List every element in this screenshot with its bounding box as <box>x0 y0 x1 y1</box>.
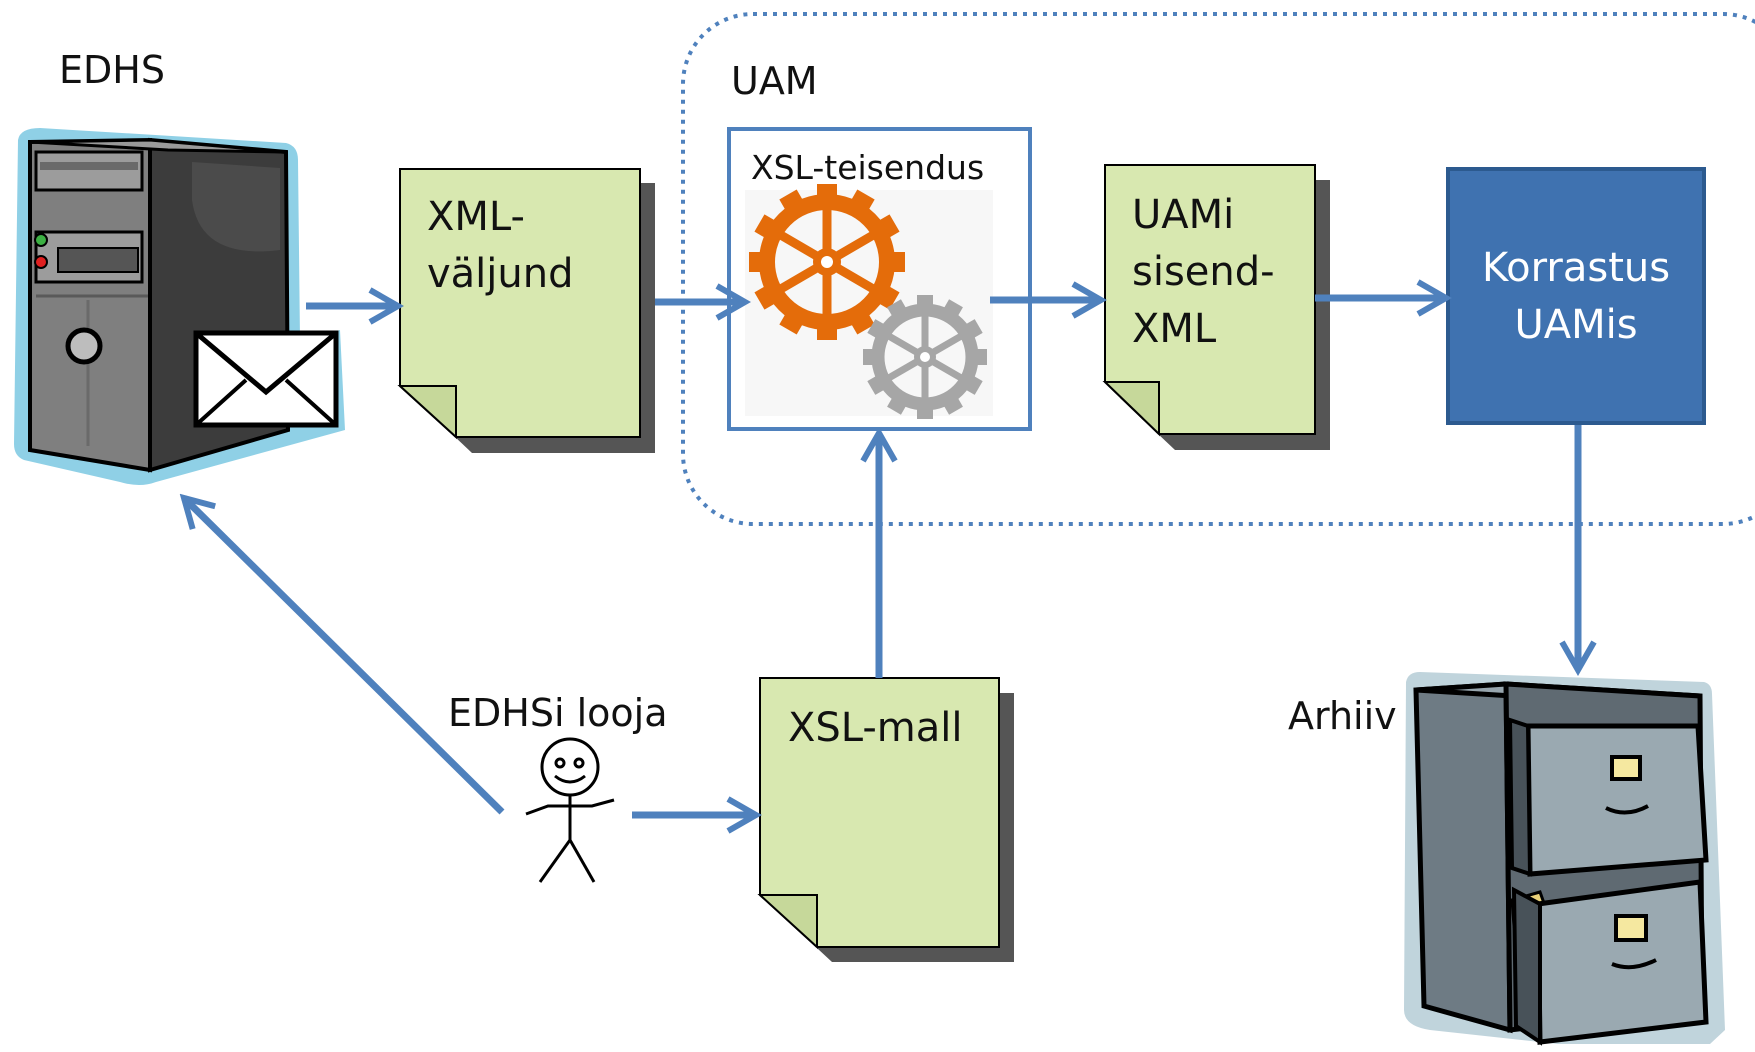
doc-xml-output-text: XML- väljund <box>427 189 574 303</box>
process-arrangement-line-2: UAMis <box>1514 302 1638 348</box>
process-arrangement-text: Korrastus UAMis <box>1450 240 1702 354</box>
doc-xsl-template <box>757 677 1014 962</box>
label-edhs-creator: EDHSi looja <box>448 691 668 735</box>
label-xsl-transform: XSL-teisendus <box>751 148 985 187</box>
filing-cabinet-icon <box>1404 672 1725 1046</box>
envelope-icon <box>193 330 339 428</box>
label-uam: UAM <box>731 59 818 103</box>
doc-uam-input-line-3: XML <box>1132 306 1217 352</box>
doc-uam-input-line-2: sisend- <box>1132 249 1275 295</box>
gear-gray-icon <box>863 295 987 419</box>
doc-uam-input-line-1: UAMi <box>1132 192 1235 238</box>
doc-xml-output-line-1: XML- <box>427 194 525 240</box>
doc-xml-output-line-2: väljund <box>427 251 574 297</box>
arrow-creator-to-server <box>184 498 505 815</box>
doc-xsl-template-text: XSL-mall <box>788 700 963 757</box>
server-icon <box>14 128 345 485</box>
doc-xsl-template-line-1: XSL-mall <box>788 705 963 751</box>
process-arrangement-line-1: Korrastus <box>1481 245 1671 291</box>
gear-orange-icon <box>749 184 905 340</box>
doc-uam-input-xml-text: UAMi sisend- XML <box>1132 187 1275 358</box>
doc-uam-input-xml <box>1102 164 1330 450</box>
stick-figure-icon <box>525 737 615 883</box>
label-archive: Arhiiv <box>1288 694 1397 738</box>
process-arrangement-box <box>1446 167 1706 425</box>
label-edhs: EDHS <box>59 48 165 92</box>
doc-xml-output <box>397 168 655 453</box>
